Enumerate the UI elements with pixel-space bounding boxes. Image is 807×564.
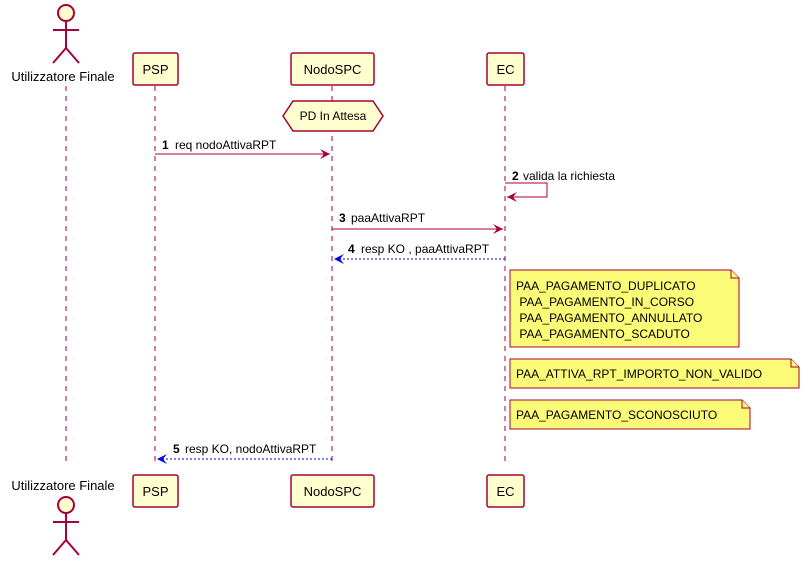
message-3-label: paaAttivaRPT bbox=[351, 211, 426, 225]
participant-ec-label: EC bbox=[496, 62, 514, 77]
message-5-label: resp KO, nodoAttivaRPT bbox=[185, 442, 317, 456]
message-2-number: 2 bbox=[512, 169, 519, 183]
actor-label-top: Utilizzatore Finale bbox=[11, 69, 114, 84]
participant-nodo-label: NodoSPC bbox=[304, 484, 362, 499]
participant-ec-label: EC bbox=[496, 484, 514, 499]
actor-stick-figure-icon bbox=[52, 4, 80, 64]
message-2: 2 valida la richiesta bbox=[505, 169, 615, 202]
message-5-number: 5 bbox=[173, 442, 180, 456]
actor-stick-figure-icon bbox=[52, 496, 80, 556]
message-3: 3 paaAttivaRPT bbox=[332, 211, 503, 234]
note-importo-non-valido: PAA_ATTIVA_RPT_IMPORTO_NON_VALIDO bbox=[509, 358, 800, 389]
participant-nodo-label: NodoSPC bbox=[304, 62, 362, 77]
note-1-line-2: PAA_PAGAMENTO_IN_CORSO bbox=[516, 295, 694, 309]
note-error-codes: PAA_PAGAMENTO_DUPLICATO PAA_PAGAMENTO_IN… bbox=[509, 269, 740, 348]
message-1-label: req nodoAttivaRPT bbox=[175, 138, 277, 152]
message-4: 4 resp KO , paaAttivaRPT bbox=[334, 242, 505, 264]
message-2-label: valida la richiesta bbox=[523, 169, 615, 183]
participant-psp-bottom: PSP bbox=[132, 474, 179, 508]
message-5: 5 resp KO, nodoAttivaRPT bbox=[157, 442, 332, 464]
participant-nodo-top: NodoSPC bbox=[290, 52, 375, 86]
state-hexagon: PD In Attesa bbox=[282, 100, 384, 132]
participant-nodo-bottom: NodoSPC bbox=[290, 474, 375, 508]
message-1: 1 req nodoAttivaRPT bbox=[155, 138, 330, 159]
participant-ec-top: EC bbox=[486, 52, 525, 86]
note-1-line-1: PAA_PAGAMENTO_DUPLICATO bbox=[516, 279, 696, 293]
participant-ec-bottom: EC bbox=[486, 474, 525, 508]
note-2-line-1: PAA_ATTIVA_RPT_IMPORTO_NON_VALIDO bbox=[516, 367, 762, 381]
state-label: PD In Attesa bbox=[300, 109, 367, 123]
participant-psp-label: PSP bbox=[142, 62, 168, 77]
actor-bottom: Utilizzatore Finale bbox=[11, 478, 115, 556]
message-4-number: 4 bbox=[348, 242, 355, 256]
actor-label-bottom: Utilizzatore Finale bbox=[11, 478, 114, 493]
note-3-line-1: PAA_PAGAMENTO_SCONOSCIUTO bbox=[516, 408, 717, 422]
note-1-line-3: PAA_PAGAMENTO_ANNULLATO bbox=[516, 311, 702, 325]
message-1-number: 1 bbox=[162, 138, 169, 152]
note-1-line-4: PAA_PAGAMENTO_SCADUTO bbox=[516, 327, 690, 341]
participant-psp-top: PSP bbox=[132, 52, 179, 86]
note-sconosciuto: PAA_PAGAMENTO_SCONOSCIUTO bbox=[509, 399, 751, 430]
message-3-number: 3 bbox=[339, 211, 346, 225]
message-4-label: resp KO , paaAttivaRPT bbox=[361, 242, 490, 256]
actor-top: Utilizzatore Finale bbox=[11, 4, 115, 84]
participant-psp-label: PSP bbox=[142, 484, 168, 499]
